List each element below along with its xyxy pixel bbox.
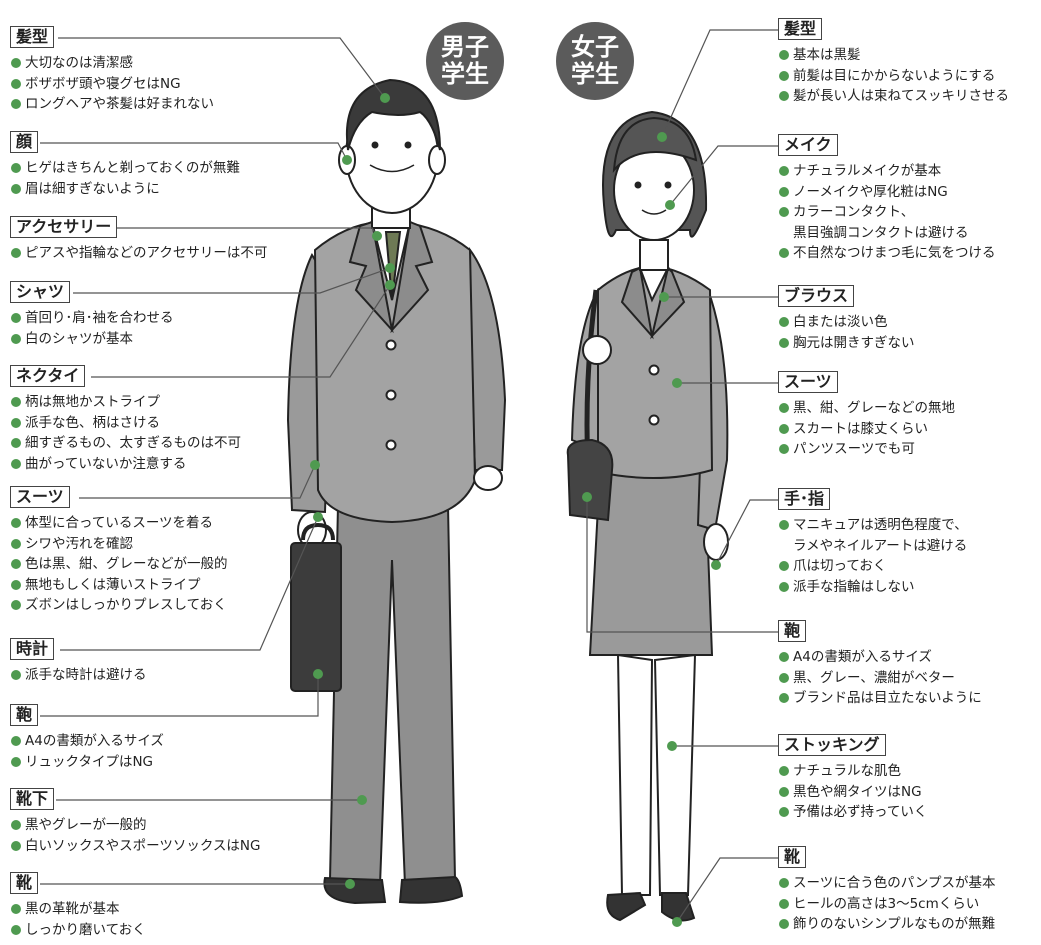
female-hands-item: マニキュアは透明色程度で、 — [778, 515, 968, 536]
female-makeup-item: 不自然なつけまつ毛に気をつける — [778, 243, 996, 264]
female-hands-item: 爪は切っておく — [778, 556, 968, 577]
male-necktie-item: 柄は無地かストライプ — [10, 392, 241, 413]
male-student-badge: 男子 学生 — [426, 22, 504, 100]
female-blouse-item: 白または淡い色 — [778, 312, 915, 333]
anchor-dots — [310, 93, 721, 927]
female-suit-item: パンツスーツでも可 — [778, 439, 955, 460]
female-makeup-item: カラーコンタクト、 — [778, 202, 996, 223]
female-shoes-heading: 靴 — [778, 846, 807, 868]
female-bag-item: 黒、グレー、濃紺がベター — [778, 668, 982, 689]
female-suit-item: 黒、紺、グレーなどの無地 — [778, 398, 955, 419]
female-hair-item: 髪が長い人は束ねてスッキリさせる — [778, 86, 1009, 107]
male-socks-section: 靴下 黒やグレーが一般的 白いソックスやスポーツソックスはNG — [10, 788, 260, 856]
male-hair-heading: 髪型 — [10, 26, 55, 48]
female-figure — [566, 110, 729, 922]
male-face-section: 顔 ヒゲはきちんと剃っておくのが無難 眉は細すぎないように — [10, 131, 240, 199]
female-makeup-item: 黒目強調コンタクトは避ける — [793, 224, 969, 241]
female-stockings-item: 予備は必ず持っていく — [778, 802, 927, 823]
male-suit-item: 色は黒、紺、グレーなどが一般的 — [10, 554, 228, 575]
female-bag-item: A4の書類が入るサイズ — [778, 647, 982, 668]
male-necktie-section: ネクタイ 柄は無地かストライプ 派手な色、柄はさける 細すぎるもの、太すぎるもの… — [10, 365, 241, 474]
male-watch-item: 派手な時計は避ける — [10, 665, 147, 686]
female-blouse-item: 胸元は開きすぎない — [778, 333, 915, 354]
male-shoes-item: しっかり磨いておく — [10, 920, 146, 941]
male-socks-heading: 靴下 — [10, 788, 55, 810]
female-stockings-item: ナチュラルな肌色 — [778, 761, 927, 782]
male-necktie-item: 曲がっていないか注意する — [10, 454, 241, 475]
male-accessory-heading: アクセサリー — [10, 216, 118, 238]
female-hands-item: ラメやネイルアートは避ける — [793, 537, 968, 554]
leader-lines — [40, 29, 778, 923]
female-bag-section: 鞄 A4の書類が入るサイズ 黒、グレー、濃紺がベター ブランド品は目立たないよう… — [778, 620, 982, 709]
female-suit-heading: スーツ — [778, 371, 838, 393]
male-suit-item: 体型に合っているスーツを着る — [10, 513, 228, 534]
male-suit-heading: スーツ — [10, 486, 70, 508]
female-bag-heading: 鞄 — [778, 620, 807, 642]
female-hair-heading: 髪型 — [778, 18, 823, 40]
male-accessory-item: ピアスや指輪などのアクセサリーは不可 — [10, 243, 267, 264]
male-socks-item: 黒やグレーが一般的 — [10, 815, 260, 836]
male-hair-item: ロングヘアや茶髪は好まれない — [10, 94, 214, 115]
male-suit-item: シワや汚れを確認 — [10, 534, 228, 555]
female-suit-section: スーツ 黒、紺、グレーなどの無地 スカートは膝丈くらい パンツスーツでも可 — [778, 371, 955, 460]
female-stockings-item: 黒色や網タイツはNG — [778, 782, 927, 803]
male-watch-heading: 時計 — [10, 638, 55, 660]
male-watch-section: 時計 派手な時計は避ける — [10, 638, 147, 686]
female-bag-item: ブランド品は目立たないように — [778, 688, 982, 709]
male-necktie-heading: ネクタイ — [10, 365, 86, 387]
female-blouse-section: ブラウス 白または淡い色 胸元は開きすぎない — [778, 285, 915, 353]
male-shirt-heading: シャツ — [10, 281, 71, 303]
male-necktie-item: 派手な色、柄はさける — [10, 413, 241, 434]
female-shoes-item: スーツに合う色のパンプスが基本 — [778, 873, 996, 894]
female-shoes-item: ヒールの高さは3〜5cmくらい — [778, 894, 996, 915]
female-hands-section: 手･指 マニキュアは透明色程度で、 ラメやネイルアートは避ける 爪は切っておく … — [778, 488, 968, 597]
female-hair-item: 前髪は目にかからないようにする — [778, 66, 1009, 87]
male-bag-item: リュックタイプはNG — [10, 752, 164, 773]
female-makeup-section: メイク ナチュラルメイクが基本 ノーメイクや厚化粧はNG カラーコンタクト、 黒… — [778, 134, 996, 264]
female-makeup-item: ノーメイクや厚化粧はNG — [778, 182, 996, 203]
male-face-heading: 顔 — [10, 131, 39, 153]
male-figure — [286, 78, 507, 905]
male-suit-item: 無地もしくは薄いストライプ — [10, 575, 228, 596]
male-hair-item: ボザボザ頭や寝グセはNG — [10, 74, 214, 95]
male-hair-section: 髪型 大切なのは清潔感 ボザボザ頭や寝グセはNG ロングヘアや茶髪は好まれない — [10, 26, 214, 115]
female-shoes-section: 靴 スーツに合う色のパンプスが基本 ヒールの高さは3〜5cmくらい 飾りのないシ… — [778, 846, 996, 935]
female-shoes-item: 飾りのないシンプルなものが無難 — [778, 914, 996, 935]
male-shoes-heading: 靴 — [10, 872, 39, 894]
female-makeup-item: ナチュラルメイクが基本 — [778, 161, 996, 182]
male-shoes-item: 黒の革靴が基本 — [10, 899, 146, 920]
male-bag-heading: 鞄 — [10, 704, 39, 726]
female-hands-heading: 手･指 — [778, 488, 831, 510]
male-bag-section: 鞄 A4の書類が入るサイズ リュックタイプはNG — [10, 704, 164, 772]
male-face-item: ヒゲはきちんと剃っておくのが無難 — [10, 158, 240, 179]
male-accessory-section: アクセサリー ピアスや指輪などのアクセサリーは不可 — [10, 216, 267, 264]
male-shirt-section: シャツ 首回り･肩･袖を合わせる 白のシャツが基本 — [10, 281, 174, 349]
female-stockings-heading: ストッキング — [778, 734, 886, 756]
female-stockings-section: ストッキング ナチュラルな肌色 黒色や網タイツはNG 予備は必ず持っていく — [778, 734, 927, 823]
female-blouse-heading: ブラウス — [778, 285, 855, 307]
male-hair-item: 大切なのは清潔感 — [10, 53, 214, 74]
female-hair-section: 髪型 基本は黒髪 前髪は目にかからないようにする 髪が長い人は束ねてスッキリさせ… — [778, 18, 1009, 107]
male-suit-item: ズボンはしっかりプレスしておく — [10, 595, 228, 616]
male-student-label: 男子 学生 — [441, 33, 489, 88]
male-face-item: 眉は細すぎないように — [10, 179, 240, 200]
male-bag-item: A4の書類が入るサイズ — [10, 731, 164, 752]
male-suit-section: スーツ 体型に合っているスーツを着る シワや汚れを確認 色は黒、紺、グレーなどが… — [10, 486, 228, 616]
female-suit-item: スカートは膝丈くらい — [778, 419, 955, 440]
male-shirt-item: 白のシャツが基本 — [10, 329, 174, 350]
female-makeup-heading: メイク — [778, 134, 838, 156]
male-necktie-item: 細すぎるもの、太すぎるものは不可 — [10, 433, 241, 454]
male-socks-item: 白いソックスやスポーツソックスはNG — [10, 836, 260, 857]
female-student-badge: 女子 学生 — [556, 22, 634, 100]
female-hair-item: 基本は黒髪 — [778, 45, 1009, 66]
female-hands-item: 派手な指輪はしない — [778, 577, 968, 598]
male-shirt-item: 首回り･肩･袖を合わせる — [10, 308, 174, 329]
female-student-label: 女子 学生 — [571, 33, 619, 88]
male-shoes-section: 靴 黒の革靴が基本 しっかり磨いておく — [10, 872, 146, 940]
